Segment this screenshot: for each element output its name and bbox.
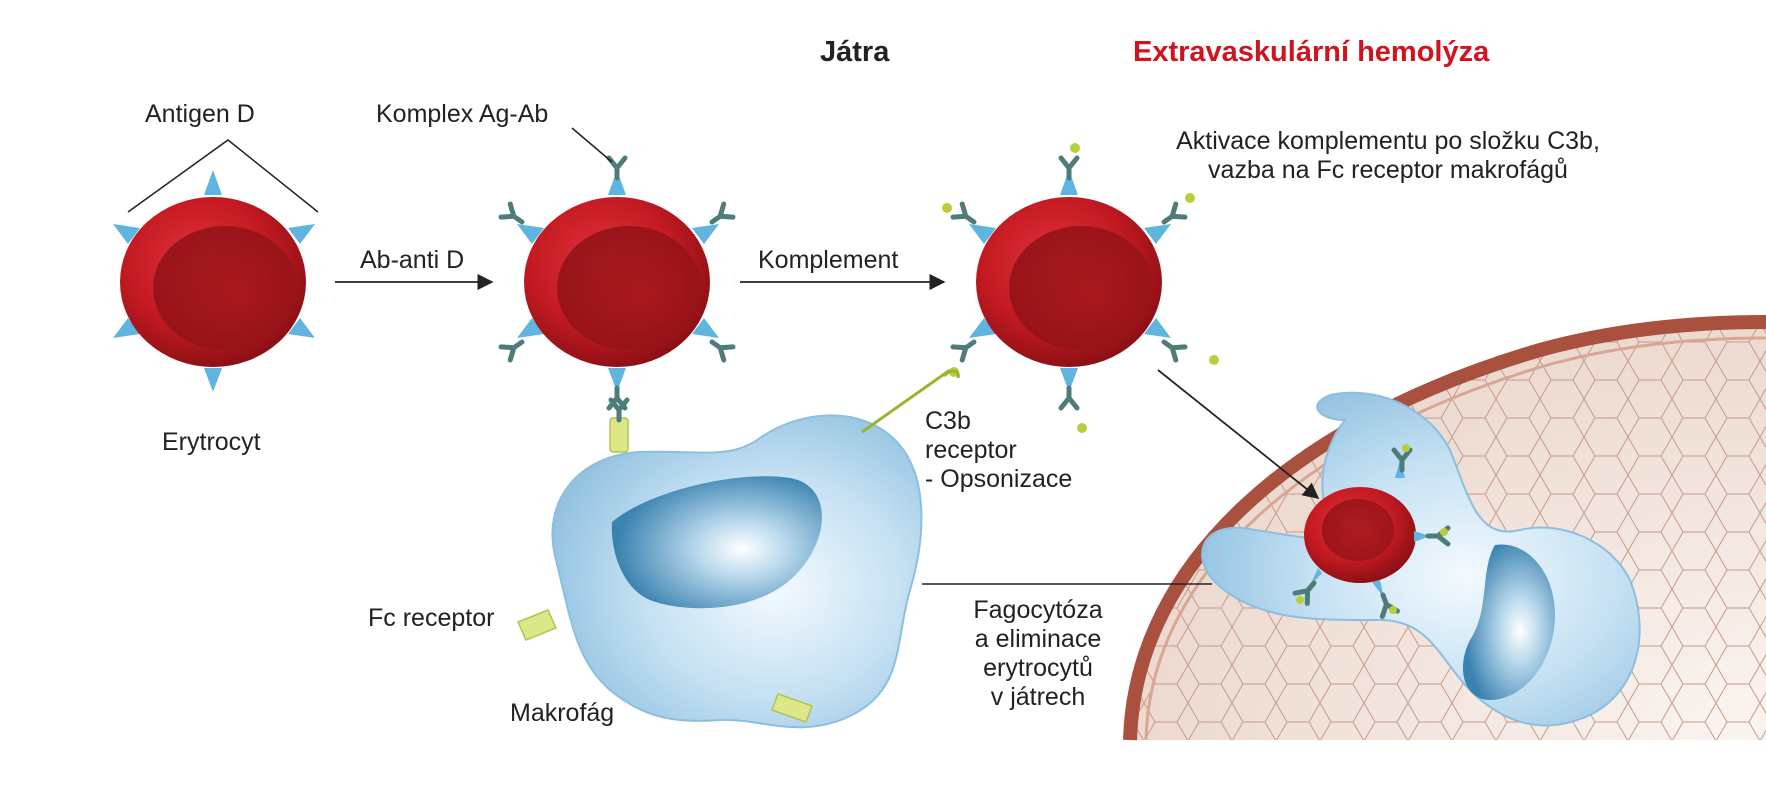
label-fc-receptor: Fc receptor xyxy=(368,604,495,632)
label-ab-anti-d: Ab-anti D xyxy=(360,246,465,274)
arrow-to-liver xyxy=(1157,369,1320,500)
label-c3b-receptor: C3b receptor - Opsonizace xyxy=(925,407,1072,494)
fc-receptor-top xyxy=(609,417,629,453)
label-complement: Komplement xyxy=(758,246,899,274)
label-activation-line1: Aktivace komplementu po složku C3b, xyxy=(1176,127,1600,155)
label-c3b-line2: receptor xyxy=(925,436,1017,464)
engulfed-erythrocyte xyxy=(1295,444,1448,617)
fc-receptor-left xyxy=(516,609,558,641)
label-macrophage: Makrofág xyxy=(510,699,615,727)
erythrocyte-antibody-coated xyxy=(501,158,733,408)
label-antigen-d: Antigen D xyxy=(145,100,255,128)
label-phagocytosis: Fagocytóza a eliminace erytrocytů v játr… xyxy=(945,596,1131,712)
label-c3b-line3: - Opsonizace xyxy=(925,465,1073,493)
c3b-receptor-line xyxy=(861,368,951,434)
complex-pointer-line xyxy=(571,127,613,163)
label-erythrocyte: Erytrocyt xyxy=(162,428,261,456)
erythrocyte-complement-coated xyxy=(942,143,1219,433)
label-complement-activation: Aktivace komplementu po složku C3b, vazb… xyxy=(1108,127,1668,185)
erythrocyte-plain xyxy=(113,170,315,392)
antigen-pointer-lines xyxy=(127,139,319,213)
label-c3b-line1: C3b xyxy=(925,407,971,435)
fc-receptor-bottom xyxy=(771,693,813,723)
engulfing-macrophage xyxy=(1201,391,1641,727)
title-extravascular-hemolysis: Extravaskulární hemolýza xyxy=(1133,36,1490,68)
label-phago-line1: Fagocytóza xyxy=(973,596,1103,624)
label-phago-line3: erytrocytů xyxy=(983,654,1093,682)
label-complex-ag-ab: Komplex Ag-Ab xyxy=(376,100,549,128)
macrophage xyxy=(516,368,960,729)
label-phago-line2: a eliminace xyxy=(974,625,1102,653)
title-liver: Játra xyxy=(820,36,890,68)
label-phago-line4: v játrech xyxy=(990,683,1086,711)
label-activation-line2: vazba na Fc receptor makrofágů xyxy=(1208,156,1568,184)
